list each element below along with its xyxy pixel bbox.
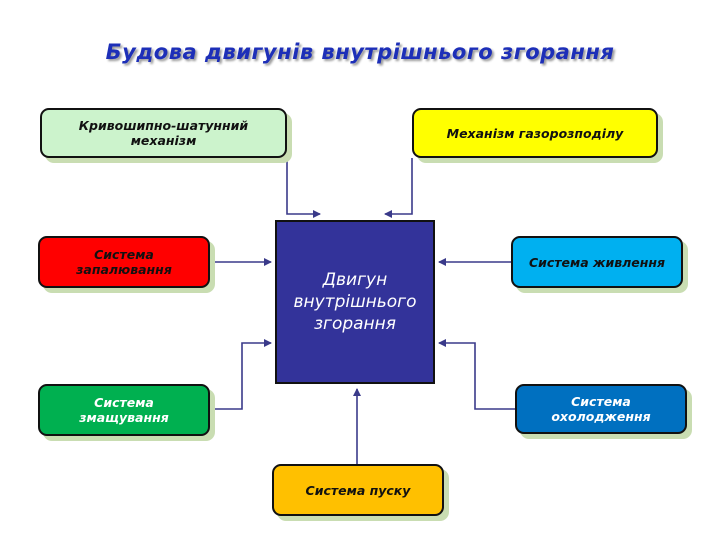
diagram-title: Будова двигунів внутрішнього згорання bbox=[105, 40, 615, 64]
crank-mechanism-label-2: механізм bbox=[130, 133, 197, 148]
cooling-system-label-1: Система bbox=[571, 394, 631, 409]
engine-label-2: внутрішнього bbox=[293, 292, 417, 312]
crank-mechanism-label-1: Кривошипно-шатунний bbox=[78, 118, 249, 133]
gas-distribution-box: Механізм газорозподілу bbox=[412, 108, 658, 158]
engine-label-1: Двигун bbox=[322, 270, 388, 290]
cooling-system-label-2: охолодження bbox=[551, 409, 651, 424]
start-system-label: Система пуску bbox=[305, 482, 411, 498]
crank-mechanism-box: Кривошипно-шатунний механізм bbox=[40, 108, 287, 158]
lubrication-system-label-2: змащування bbox=[79, 410, 169, 425]
lubrication-system-label-1: Система bbox=[94, 395, 154, 410]
arrow-crank bbox=[286, 158, 321, 218]
arrow-cooling bbox=[438, 339, 515, 410]
ignition-system-label-2: запалювання bbox=[76, 262, 172, 277]
arrow-gas bbox=[384, 158, 413, 218]
engine-label-3: згорання bbox=[313, 314, 397, 334]
ignition-system-box: Система запалювання bbox=[38, 236, 210, 288]
arrow-lubrication bbox=[210, 339, 272, 410]
ignition-system-label-1: Система bbox=[94, 247, 154, 262]
gas-distribution-label: Механізм газорозподілу bbox=[446, 125, 624, 141]
start-system-box: Система пуску bbox=[272, 464, 444, 516]
engine-center-box: Двигун внутрішнього згорання bbox=[275, 220, 435, 384]
cooling-system-box: Система охолодження bbox=[515, 384, 687, 434]
lubrication-system-box: Система змащування bbox=[38, 384, 210, 436]
fuel-system-label: Система живлення bbox=[528, 254, 666, 270]
fuel-system-box: Система живлення bbox=[511, 236, 683, 288]
